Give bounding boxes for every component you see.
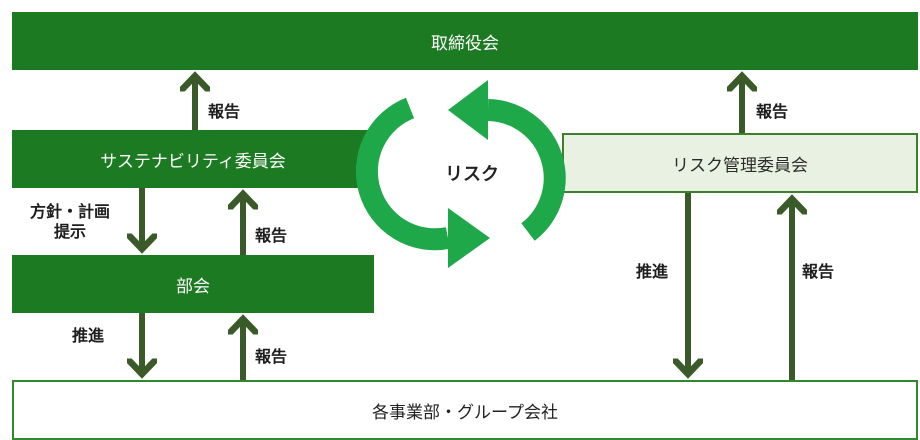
- report-label-div-risk: 報告: [802, 262, 835, 281]
- sustainability-committee-label: サステナビリティ委員会: [100, 151, 286, 172]
- cycle-arrowhead-lower: [448, 208, 490, 268]
- board-label: 取締役会: [431, 33, 499, 54]
- risk-committee-box: リスク管理委員会: [562, 133, 918, 193]
- divisions-label: 各事業部・グループ会社: [372, 402, 558, 423]
- report-label-div-sub: 報告: [255, 347, 288, 366]
- sustainability-committee-box: サステナビリティ委員会: [12, 130, 374, 188]
- policy-label: 方針・計画 提示: [30, 202, 110, 242]
- promote-label-sub: 推進: [72, 326, 105, 345]
- cycle-arc-upper: [487, 99, 566, 241]
- cycle-label: リスク: [445, 164, 499, 185]
- cycle-icon: [355, 80, 566, 268]
- risk-committee-label: リスク管理委員会: [672, 155, 808, 176]
- policy-label-line2: 提示: [54, 222, 87, 241]
- cycle-arrowhead-upper: [448, 80, 488, 140]
- cycle-arc-lower: [355, 97, 451, 251]
- report-label-sub-sustainability: 報告: [255, 226, 288, 245]
- subcommittee-label: 部会: [176, 276, 210, 297]
- subcommittee-box: 部会: [12, 255, 374, 313]
- promote-label-risk: 推進: [636, 262, 669, 281]
- policy-label-line1: 方針・計画: [30, 202, 111, 221]
- board-box: 取締役会: [12, 12, 918, 70]
- report-label-risk-board: 報告: [756, 102, 789, 121]
- report-label-sustainability-board: 報告: [208, 102, 241, 121]
- divisions-box: 各事業部・グループ会社: [12, 380, 918, 440]
